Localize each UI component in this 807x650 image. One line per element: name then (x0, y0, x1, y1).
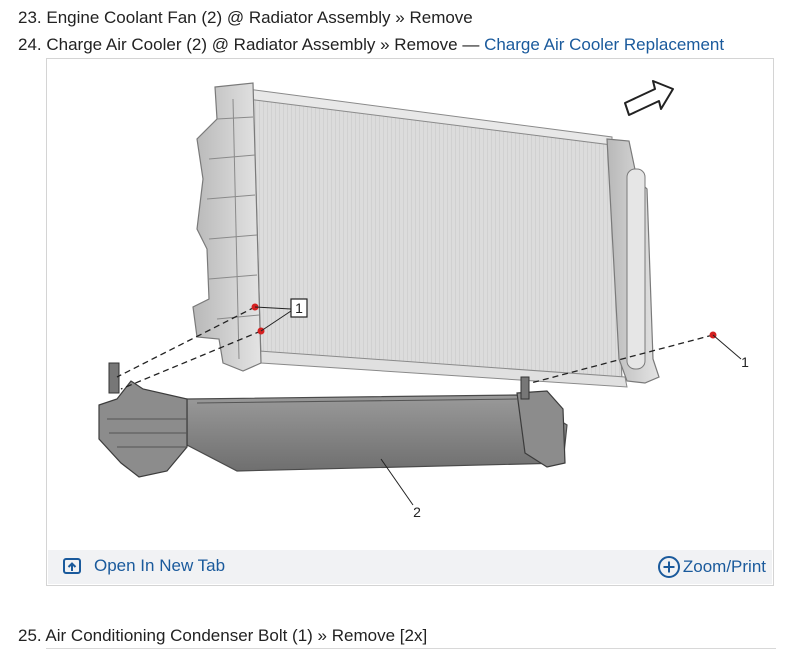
figure-action-bar: Open In New Tab Zoom/Print (48, 550, 772, 584)
step-25-divider (46, 648, 776, 649)
front-direction-arrow-icon (624, 80, 674, 116)
charge-air-cooler-left-tank (98, 380, 188, 478)
step-24-text: 24. Charge Air Cooler (2) @ Radiator Ass… (18, 35, 485, 54)
receiver-dryer-cylinder (626, 168, 646, 370)
step-25: 25. Air Conditioning Condenser Bolt (1) … (18, 626, 428, 645)
radiator-charge-air-cooler-illustration: 1 1 2 (98, 80, 749, 520)
callout-1-label-boxed: 1 (295, 300, 303, 316)
open-new-tab-icon (63, 558, 81, 574)
cooler-right-mount-post (520, 376, 530, 400)
callout-2-label: 2 (413, 504, 421, 520)
radiator-left-tank (192, 82, 262, 372)
zoom-print-button[interactable]: Zoom/Print (657, 555, 766, 579)
figure-illustration-panel: 1 1 2 Open In New Tab Zoom/Print (46, 58, 774, 586)
cooler-left-mount-post (108, 362, 120, 394)
charge-air-cooler-ribs (107, 398, 518, 448)
charge-air-cooler-body (186, 394, 568, 472)
plus-circle-icon (657, 556, 680, 578)
step-23: 23. Engine Coolant Fan (2) @ Radiator As… (18, 8, 473, 27)
charge-air-cooler-right-tank (516, 390, 566, 468)
open-in-new-tab-button[interactable]: Open In New Tab (62, 556, 225, 576)
left-tank-ribs (206, 98, 260, 360)
callout-1-box (290, 298, 308, 318)
zoom-print-label: Zoom/Print (682, 557, 766, 576)
charge-air-cooler-replacement-link[interactable]: Charge Air Cooler Replacement (484, 35, 725, 54)
step-24: 24. Charge Air Cooler (2) @ Radiator Ass… (18, 35, 724, 55)
open-in-new-tab-label: Open In New Tab (94, 556, 226, 575)
assembly-dashed-lines (116, 306, 714, 390)
callout-leader-lines (254, 306, 742, 506)
callout-1-label-right: 1 (741, 354, 749, 370)
